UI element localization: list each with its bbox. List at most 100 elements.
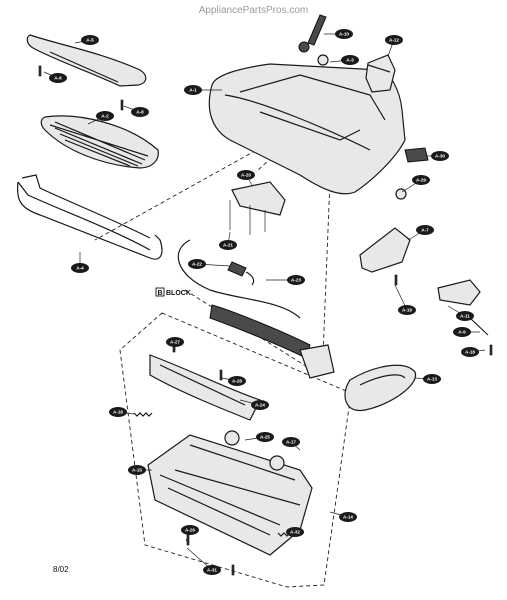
callout-text: A-27 — [170, 340, 180, 345]
callout-a-18: A-18 — [461, 347, 486, 357]
callout-text: A-10 — [339, 32, 349, 37]
brush-roll-part — [209, 304, 335, 379]
callout-bubble — [237, 170, 255, 180]
callout-a-6: A-6 — [43, 71, 67, 83]
callout-a-25: A-25 — [244, 432, 274, 442]
screws — [38, 65, 493, 576]
callout-a-10: A-10 — [324, 29, 353, 39]
callout-a-11: A-11 — [447, 305, 474, 321]
block-label: B BLOCK — [155, 287, 191, 297]
callout-a-21: A-21 — [219, 231, 237, 250]
base-plate-part — [147, 430, 313, 556]
callout-a-27: A-27 — [166, 337, 184, 350]
watermark: AppliancePartsPros.com — [198, 5, 309, 16]
callout-text: A-22 — [192, 262, 202, 267]
callout-a-1: A-1 — [184, 85, 222, 95]
callout-bubble — [456, 311, 474, 321]
callout-bubble — [251, 400, 269, 410]
callout-text: A-15 — [132, 468, 142, 473]
callout-text: A-1 — [189, 88, 197, 93]
callout-a-26: A-26 — [181, 525, 199, 542]
callout-bubble — [184, 85, 202, 95]
callout-text: A-13 — [427, 377, 437, 382]
callout-a-13: A-13 — [414, 374, 441, 384]
callout-bubble — [96, 111, 114, 121]
callout-a-23: A-23 — [266, 275, 305, 285]
callout-bubble — [181, 525, 199, 535]
callout-a-3: A-3 — [329, 55, 359, 65]
callout-text: A-30 — [435, 154, 445, 159]
callout-bubble — [71, 263, 89, 273]
callout-text: A-17 — [286, 440, 296, 445]
callout-a-30: A-30 — [425, 151, 449, 161]
callout-text: A-12 — [389, 38, 399, 43]
callout-bubble — [416, 225, 434, 235]
callout-text: A-2 — [101, 114, 109, 119]
callout-bubble — [423, 374, 441, 384]
callout-text: A-21 — [223, 243, 233, 248]
callout-text: A-16 — [113, 410, 123, 415]
callout-bubble — [282, 437, 300, 447]
callout-bubble — [286, 527, 304, 537]
callout-bubble — [412, 175, 430, 185]
callout-a-24: A-24 — [239, 399, 269, 410]
callout-text: A-5 — [86, 38, 94, 43]
callout-bubble — [339, 512, 357, 522]
callout-text: A-6 — [54, 76, 62, 81]
callout-a-14: A-14 — [329, 511, 357, 522]
callout-layer: A-1A-2 A-3A-4 A-5A-6A-7 A-8A-9 A-10A-11 A-12A… — [43, 29, 486, 575]
callout-text: A-4 — [76, 266, 84, 271]
callout-text: A-26 — [185, 528, 195, 533]
callout-a-17: A-17 — [282, 437, 301, 451]
callout-text: A-3 — [346, 58, 354, 63]
agitator-frame-part — [149, 354, 261, 421]
callout-a-8: A-8 — [123, 105, 149, 117]
callout-a-4: A-4 — [71, 252, 89, 273]
callout-bubble — [81, 35, 99, 45]
callout-text: A-18 — [465, 350, 475, 355]
callout-text: A-25 — [260, 435, 270, 440]
callout-bubble — [256, 432, 274, 442]
callout-a-28: A-28 — [221, 376, 246, 386]
callout-text: A-19 — [402, 308, 412, 313]
callout-bubble — [166, 337, 184, 347]
callout-text: A-8 — [136, 110, 144, 115]
callout-bubble — [287, 275, 305, 285]
side-bracket-part — [359, 147, 489, 336]
callout-bubble — [49, 73, 67, 83]
callout-text: A-7 — [421, 228, 429, 233]
callout-text: A-11 — [460, 314, 470, 319]
callout-bubble — [128, 465, 146, 475]
callout-a-12: A-12 — [385, 35, 403, 57]
callout-bubble — [431, 151, 449, 161]
callout-a-19: A-19 — [394, 284, 416, 315]
main-housing-part — [208, 63, 406, 195]
callout-bubble — [109, 407, 127, 417]
callout-bubble — [461, 347, 479, 357]
callout-bubble — [385, 35, 403, 45]
callout-a-22: A-22 — [188, 259, 231, 269]
callout-a-32: A-32 — [286, 527, 304, 537]
callout-bubble — [453, 327, 471, 337]
callout-a-2: A-2 — [87, 111, 114, 125]
pedal-knob-part — [365, 54, 396, 93]
callout-text: A-32 — [290, 530, 300, 535]
callout-text: A-24 — [255, 403, 265, 408]
callout-a-9: A-9 — [453, 327, 480, 337]
callout-text: A-14 — [343, 515, 353, 520]
callout-text: A-28 — [232, 379, 242, 384]
callout-text: A-29 — [416, 178, 426, 183]
callout-text: A-9 — [458, 330, 466, 335]
callout-text: A-23 — [291, 278, 301, 283]
bumper-frame-part — [16, 174, 163, 260]
callout-a-16: A-16 — [109, 407, 135, 417]
callout-bubble — [335, 29, 353, 39]
block-text: BLOCK — [166, 290, 191, 297]
block-letter: B — [158, 290, 163, 297]
callout-a-20: A-20 — [237, 170, 255, 186]
callout-a-15: A-15 — [128, 465, 152, 475]
callout-a-7: A-7 — [407, 225, 434, 241]
mount-plate-part — [229, 181, 286, 235]
